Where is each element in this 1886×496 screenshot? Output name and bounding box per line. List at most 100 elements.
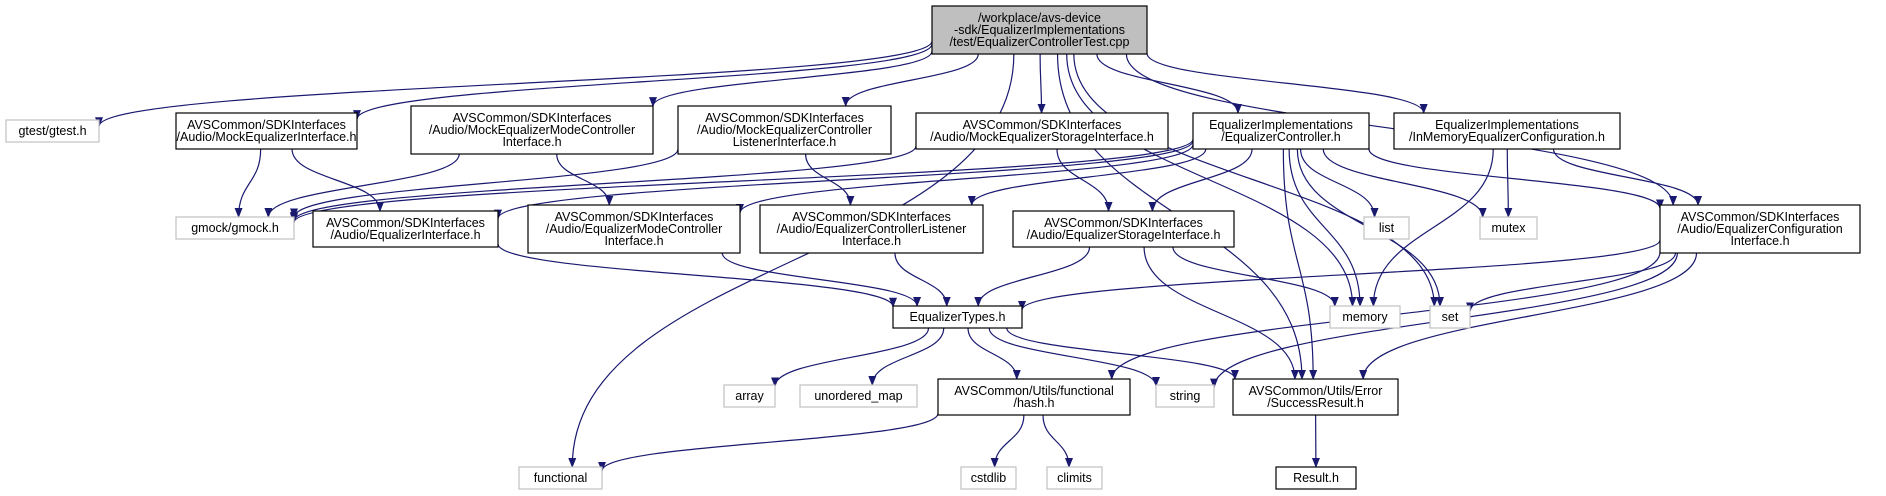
edge-config-iface-to-eq-types [1018,239,1661,311]
node-mock-listener[interactable]: AVSCommon/SDKInterfaces/Audio/MockEquali… [677,105,892,155]
node-box [5,119,100,143]
node-box [1275,466,1357,490]
edge-eq-controller-to-success-result [1282,148,1318,380]
node-label-line: list [1379,221,1395,235]
node-label-line: AVSCommon/SDKInterfaces [453,111,612,125]
node-label-line: /SuccessResult.h [1267,396,1364,410]
edge-storage-iface-to-memory [1172,246,1339,307]
edge-root-to-mock-eq-iface [353,43,933,121]
node-box [527,204,741,254]
edge-root-to-eq-controller [1096,53,1242,114]
node-mode-ctrl-iface[interactable]: AVSCommon/SDKInterfaces/Audio/EqualizerM… [527,204,741,254]
edge-hash-to-climits [1042,414,1073,468]
edge-root-to-inmem-config [1146,53,1428,114]
node-set: set [1429,305,1471,329]
edge-mock-storage-to-storage-iface [1056,148,1113,212]
edge-mock-eq-iface-to-gmock [234,148,262,218]
node-label-line: /hash.h [1013,396,1054,410]
edge-eq-controller-to-config-iface [1368,148,1664,210]
node-cstdlib: cstdlib [960,466,1017,490]
node-eq-controller[interactable]: EqualizerImplementations/EqualizerContro… [1192,112,1370,150]
node-label-line: AVSCommon/SDKInterfaces [187,118,346,132]
node-storage-iface[interactable]: AVSCommon/SDKInterfaces/Audio/EqualizerS… [1012,210,1235,248]
node-label-line: AVSCommon/SDKInterfaces [792,210,951,224]
node-label-line: set [1442,310,1459,324]
node-label-line: Interface.h [604,234,663,248]
node-label-line: array [735,389,764,403]
node-mock-storage[interactable]: AVSCommon/SDKInterfaces/Audio/MockEquali… [915,112,1169,150]
node-box [175,216,295,240]
node-box [892,305,1023,329]
edge-eq-types-to-array [771,327,930,388]
node-string: string [1155,384,1215,408]
node-memory: memory [1329,305,1401,329]
node-label-line: /Audio/MockEqualizerModeController [429,123,635,137]
node-box [799,384,918,408]
edge-eq-controller-to-memory [1288,148,1365,307]
node-label-line: Interface.h [502,135,561,149]
node-hash[interactable]: AVSCommon/Utils/functional/hash.h [937,378,1131,416]
edge-eq-controller-to-gmock [290,138,1194,224]
node-box [915,112,1169,150]
node-label-line: mutex [1491,221,1526,235]
node-label-line: /Audio/EqualizerModeController [546,222,722,236]
node-config-iface[interactable]: AVSCommon/SDKInterfaces/Audio/EqualizerC… [1659,204,1861,254]
node-box [1363,216,1410,240]
node-box [960,466,1017,490]
edge-mock-mode-ctrl-to-mode-ctrl-iface [556,153,614,206]
node-mock-eq-iface[interactable]: AVSCommon/SDKInterfaces/Audio/MockEquali… [175,112,358,150]
node-functional: functional [518,466,603,490]
edge-mock-listener-to-listener-iface [804,153,855,206]
node-label-line: gtest/gtest.h [18,124,86,138]
edge-eq-controller-to-mode-ctrl-iface [736,144,1194,214]
edge-hash-to-functional [598,413,939,472]
node-box [937,378,1131,416]
node-label-line: /EqualizerController.h [1221,130,1341,144]
node-label-line: EqualizerImplementations [1209,118,1353,132]
node-label-line: Result.h [1293,471,1339,485]
node-unordered-map: unordered_map [799,384,918,408]
node-label-line: AVSCommon/Utils/Error [1249,384,1383,398]
node-box [1329,305,1401,329]
node-box [723,384,776,408]
edge-mock-eq-iface-to-eq-iface [291,148,384,212]
edge-storage-iface-to-success-result [1143,246,1299,380]
edge-eq-types-to-string [988,327,1160,387]
node-listener-iface[interactable]: AVSCommon/SDKInterfaces/Audio/EqualizerC… [759,204,984,254]
edge-eq-types-to-unordered-map [868,327,945,386]
node-result[interactable]: Result.h [1275,466,1357,490]
node-label-line: AVSCommon/SDKInterfaces [326,216,485,230]
node-mutex: mutex [1479,216,1538,240]
edge-root-to-mock-storage [1037,53,1046,114]
node-box [1659,204,1861,254]
node-eq-iface[interactable]: AVSCommon/SDKInterfaces/Audio/EqualizerI… [312,210,499,248]
node-box [677,105,892,155]
edge-inmem-config-to-config-iface [1552,148,1702,206]
edge-eq-controller-to-storage-iface [1148,148,1253,212]
edge-eq-types-to-hash [967,327,1021,380]
edge-root-to-memory [1066,53,1357,307]
node-label-line: /Audio/MockEqualizerInterface.h [177,130,357,144]
node-label-line: EqualizerTypes.h [910,310,1006,324]
node-label-line: climits [1057,471,1092,485]
node-success-result[interactable]: AVSCommon/Utils/Error/SuccessResult.h [1232,378,1399,416]
node-box [312,210,499,248]
node-label-line: unordered_map [814,389,902,403]
node-label-line: AVSCommon/SDKInterfaces [1681,210,1840,224]
edge-inmem-config-to-memory [1369,148,1494,307]
node-eq-types[interactable]: EqualizerTypes.h [892,305,1023,329]
node-array: array [723,384,776,408]
edge-root-to-gtest [95,40,933,128]
node-label-line: string [1170,389,1201,403]
node-box [1232,378,1399,416]
node-mock-mode-ctrl[interactable]: AVSCommon/SDKInterfaces/Audio/MockEquali… [410,105,654,155]
node-label-line: AVSCommon/SDKInterfaces [705,111,864,125]
node-inmem-config[interactable]: EqualizerImplementations/InMemoryEqualiz… [1393,112,1621,150]
node-root[interactable]: /workplace/avs-device-sdk/EqualizerImple… [931,5,1148,55]
edge-eq-iface-to-eq-types [497,243,897,308]
edge-config-iface-to-success-result [1359,252,1698,380]
node-label-line: /Audio/EqualizerInterface.h [330,228,480,242]
edge-mock-mode-ctrl-to-gmock [264,153,460,218]
edge-mock-listener-to-gmock [290,148,679,219]
node-box [1429,305,1471,329]
